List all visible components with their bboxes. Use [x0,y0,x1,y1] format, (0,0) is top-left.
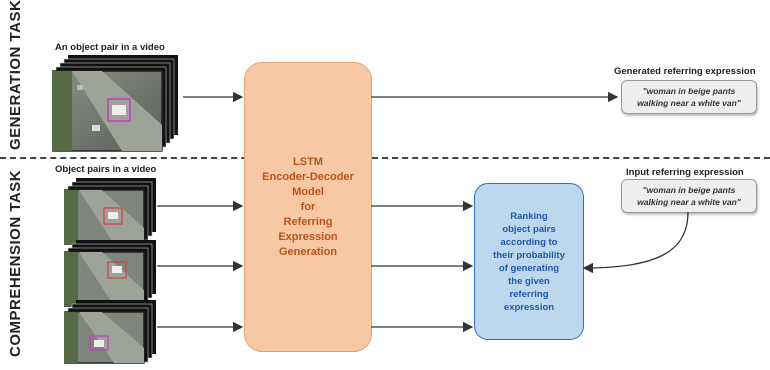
comprehension-video-stack-1 [64,178,156,245]
input-expression-text: "woman in beige pants walking near a whi… [637,185,741,207]
lstm-model-label: LSTM Encoder-Decoder Model for Referring… [262,155,354,258]
generated-expression-caption: Generated referring expression [614,66,756,77]
arrow-query-to-rank [582,211,689,274]
input-expression-caption: Input referring expression [626,167,744,178]
generation-input-caption: An object pair in a video [55,42,165,53]
section-divider [0,157,770,159]
generated-expression-box: "woman in beige pants walking near a whi… [621,80,757,114]
generated-expression-text: "woman in beige pants walking near a whi… [637,86,741,108]
generation-video-stack [52,55,178,152]
ranking-label: Ranking object pairs according to their … [493,210,565,313]
comprehension-video-stack-2 [64,240,156,307]
input-expression-box: "woman in beige pants walking near a whi… [621,179,757,213]
comprehension-video-stack-3 [64,300,156,364]
ranking-box: Ranking object pairs according to their … [474,183,584,340]
comprehension-input-caption: Object pairs in a video [55,164,157,175]
lstm-model-box: LSTM Encoder-Decoder Model for Referring… [244,62,372,352]
